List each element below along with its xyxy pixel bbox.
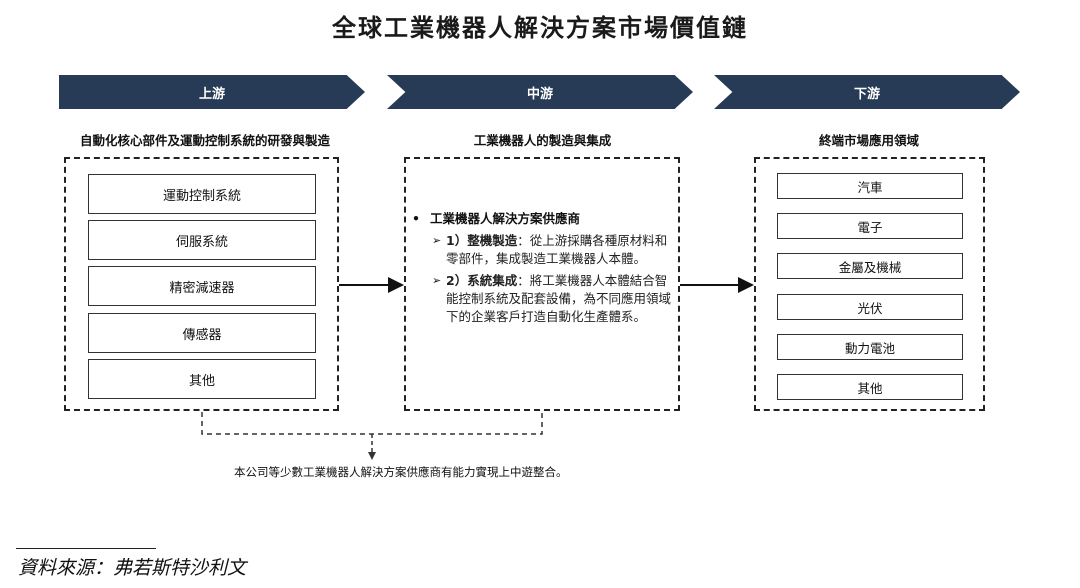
arrow-bullet-icon: ➢ [432,274,442,287]
integration-bracket [201,412,543,435]
midstream-sub-1-key: 1）整機製造 [446,233,518,248]
integration-note: 本公司等少數工業機器人解決方案供應商有能力實現上中遊整合。 [234,465,568,479]
stage-downstream-arrow: 下游 [714,75,1020,109]
upstream-heading: 自動化核心部件及運動控制系統的研發與製造 [79,133,330,148]
downstream-item-pv: 光伏 [777,294,963,320]
downstream-item-other: 其他 [777,374,963,400]
upstream-item-motion-control: 運動控制系統 [88,174,316,214]
stage-upstream-arrow: 上游 [59,75,365,109]
downstream-heading: 終端市場應用領域 [818,133,919,148]
upstream-box [64,157,339,411]
midstream-sub-2-text: ：將工業機器人本體結合智能控制系統及配套設備，為不同應用領域下的企業客戶打造自動… [446,273,672,324]
upstream-item-sensor: 傳感器 [88,313,316,353]
upstream-item-servo: 伺服系統 [88,220,316,260]
downstream-item-auto: 汽車 [777,173,963,199]
downstream-item-battery: 動力電池 [777,334,963,360]
midstream-sub-1: ➢ 1）整機製造：從上游採購各種原材料和零部件，集成製造工業機器人本體。 [432,232,672,268]
page-title: 全球工業機器人解決方案市場價值鏈 [332,14,748,42]
midstream-heading: 工業機器人的製造與集成 [473,133,612,148]
upstream-item-reducer: 精密減速器 [88,266,316,306]
midstream-content: • 工業機器人解決方案供應商 ➢ 1）整機製造：從上游採購各種原材料和零部件，集… [412,210,672,326]
downstream-item-metal: 金屬及機械 [777,253,963,279]
midstream-sub-1-text: ：從上游採購各種原材料和零部件，集成製造工業機器人本體。 [446,233,668,266]
stage-midstream-arrow: 中游 [387,75,693,109]
midstream-bullet: • 工業機器人解決方案供應商 [412,210,672,228]
arrow-bullet-icon: ➢ [432,234,442,247]
bullet-icon: • [412,211,420,226]
midstream-bullet-text: 工業機器人解決方案供應商 [430,211,581,226]
source-citation: 資料來源：弗若斯特沙利文 [18,557,247,579]
down-arrow-icon [368,452,376,460]
downstream-box [754,157,985,411]
midstream-box [404,157,680,411]
downstream-item-electronics: 電子 [777,213,963,239]
midstream-sub-2: ➢ 2）系統集成：將工業機器人本體結合智能控制系統及配套設備，為不同應用領域下的… [432,272,672,326]
source-divider [16,548,156,549]
upstream-item-other: 其他 [88,359,316,399]
midstream-sub-2-key: 2）系統集成 [446,273,518,288]
